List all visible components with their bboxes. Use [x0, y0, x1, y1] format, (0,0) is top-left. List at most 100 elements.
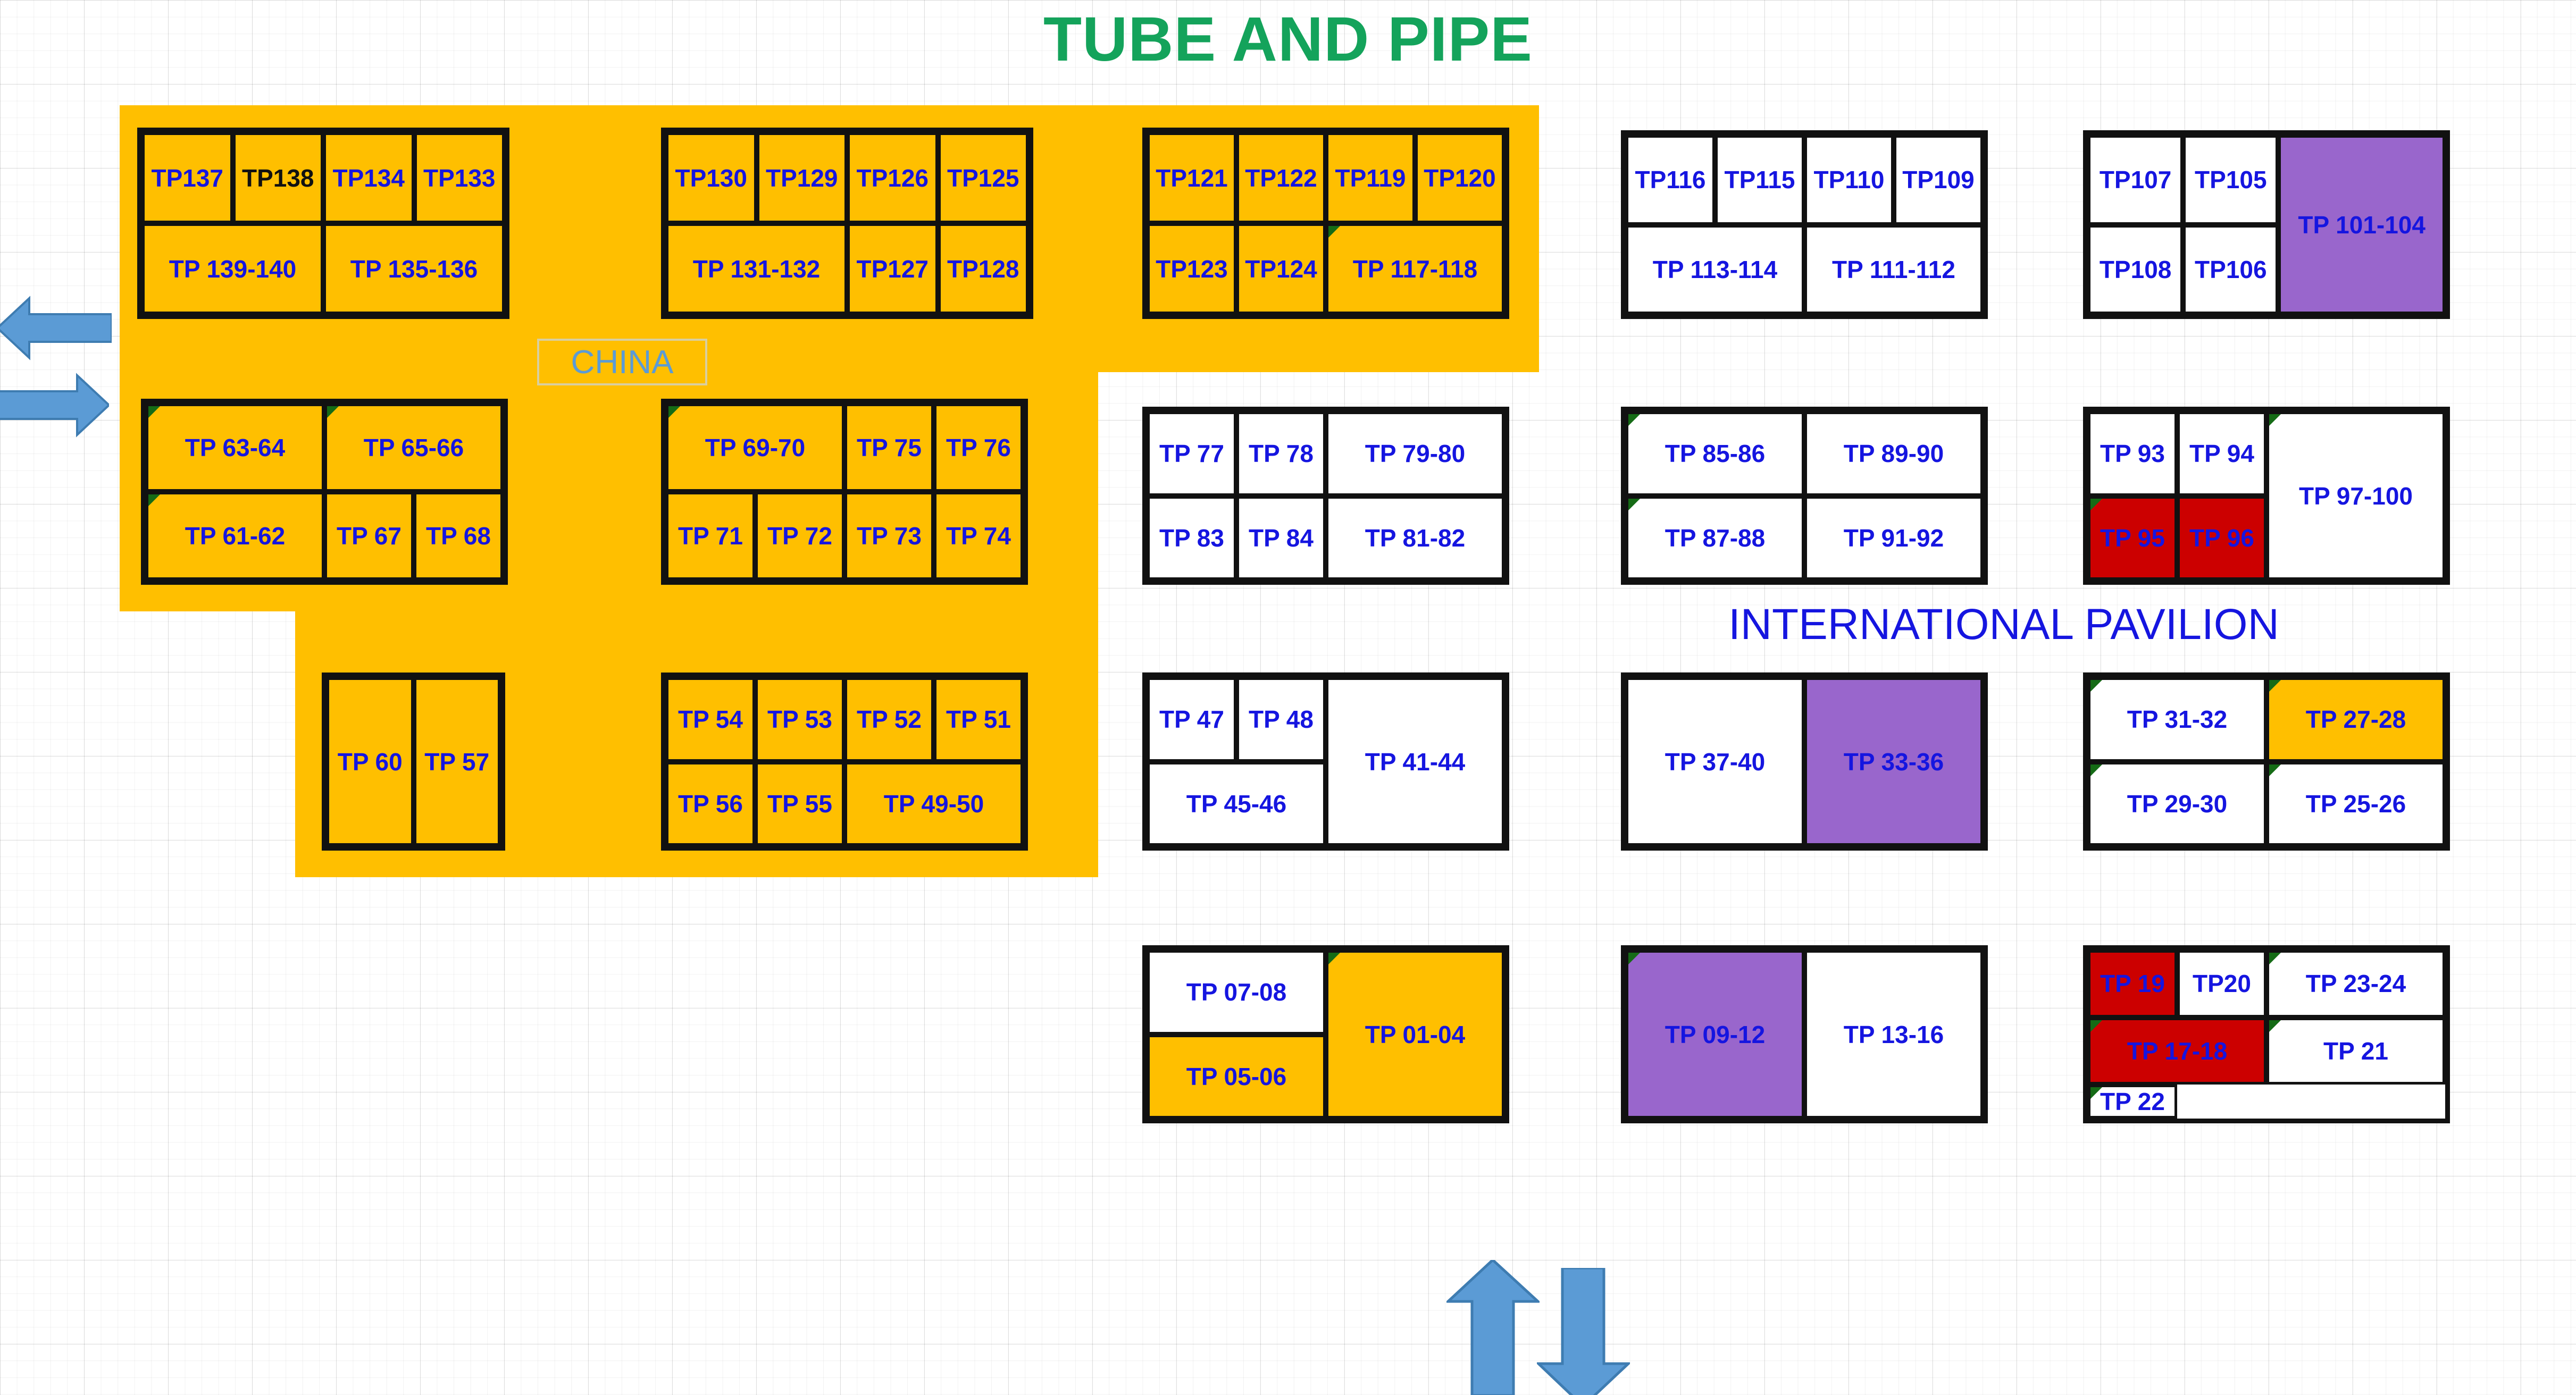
booth-tp45-46[interactable]: TP 45-46 — [1147, 761, 1326, 846]
booth-tp56[interactable]: TP 56 — [666, 761, 755, 846]
booth-tp91-92[interactable]: TP 91-92 — [1804, 495, 1983, 580]
booth-tp75[interactable]: TP 75 — [844, 404, 934, 492]
booth-tp107[interactable]: TP107 — [2088, 135, 2184, 225]
booth-tp60[interactable]: TP 60 — [327, 677, 414, 846]
booth-tp95[interactable]: TP 95 — [2088, 495, 2177, 580]
booth-tp20[interactable]: TP20 — [2177, 950, 2266, 1018]
booth-tp96[interactable]: TP 96 — [2177, 495, 2266, 580]
booth-tp77[interactable]: TP 77 — [1147, 411, 1236, 496]
booth-tp13-16[interactable]: TP 13-16 — [1804, 950, 1983, 1119]
booth-tp126[interactable]: TP126 — [847, 132, 938, 223]
booth-tp54[interactable]: TP 54 — [666, 677, 755, 762]
booth-tp27-28[interactable]: TP 27-28 — [2266, 677, 2445, 762]
booth-tp122[interactable]: TP122 — [1236, 132, 1326, 223]
booth-tp76[interactable]: TP 76 — [934, 404, 1023, 492]
booth-tp05-06[interactable]: TP 05-06 — [1147, 1034, 1326, 1119]
booth-block-tp77-84: TP 77 TP 78 TP 79-80 TP 83 TP 84 TP 81-8… — [1142, 407, 1509, 585]
booth-tp121[interactable]: TP121 — [1147, 132, 1236, 223]
booth-tp134[interactable]: TP134 — [323, 132, 414, 223]
booth-tp51[interactable]: TP 51 — [934, 677, 1023, 762]
booth-tp25-26[interactable]: TP 25-26 — [2266, 761, 2445, 846]
booth-tp79-80[interactable]: TP 79-80 — [1326, 411, 1504, 496]
booth-tp84[interactable]: TP 84 — [1236, 495, 1326, 580]
booth-tp101-104[interactable]: TP 101-104 — [2278, 135, 2445, 314]
booth-tp74[interactable]: TP 74 — [934, 492, 1023, 580]
booth-tp137[interactable]: TP137 — [142, 132, 233, 223]
booth-tp41-44[interactable]: TP 41-44 — [1326, 677, 1504, 846]
booth-tp22[interactable]: TP 22 — [2088, 1085, 2177, 1119]
booth-block-tp101-108: TP107 TP105 TP 101-104 TP108 TP106 — [2083, 130, 2450, 319]
booth-tp81-82[interactable]: TP 81-82 — [1326, 495, 1504, 580]
booth-tp83[interactable]: TP 83 — [1147, 495, 1236, 580]
booth-tp117-118[interactable]: TP 117-118 — [1326, 223, 1504, 314]
booth-block-tp49-56: TP 54 TP 53 TP 52 TP 51 TP 56 TP 55 TP 4… — [661, 673, 1028, 851]
booth-tp63-64[interactable]: TP 63-64 — [146, 404, 324, 492]
booth-tp133[interactable]: TP133 — [414, 132, 505, 223]
booth-tp52[interactable]: TP 52 — [844, 677, 934, 762]
booth-tp113-114[interactable]: TP 113-114 — [1626, 224, 1804, 314]
booth-tp125[interactable]: TP125 — [938, 132, 1028, 223]
booth-tp127[interactable]: TP127 — [847, 223, 938, 314]
booth-tp65-66[interactable]: TP 65-66 — [324, 404, 503, 492]
booth-block-tp125-132: TP130 TP129 TP126 TP125 TP 131-132 TP127… — [661, 128, 1033, 319]
booth-tp105[interactable]: TP105 — [2183, 135, 2279, 225]
booth-tp72[interactable]: TP 72 — [755, 492, 844, 580]
booth-tp116[interactable]: TP116 — [1626, 135, 1715, 225]
booth-tp87-88[interactable]: TP 87-88 — [1626, 495, 1804, 580]
booth-tp69-70[interactable]: TP 69-70 — [666, 404, 844, 492]
booth-tp55[interactable]: TP 55 — [755, 761, 844, 846]
booth-tp37-40[interactable]: TP 37-40 — [1626, 677, 1804, 846]
booth-tp78[interactable]: TP 78 — [1236, 411, 1326, 496]
booth-tp29-30[interactable]: TP 29-30 — [2088, 761, 2266, 846]
booth-tp111-112[interactable]: TP 111-112 — [1804, 224, 1983, 314]
booth-tp108[interactable]: TP108 — [2088, 224, 2184, 314]
booth-block-tp33-40: TP 37-40 TP 33-36 — [1621, 673, 1988, 851]
booth-block-tp69-76: TP 69-70 TP 75 TP 76 TP 71 TP 72 TP 73 T… — [661, 399, 1028, 585]
booth-tp31-32[interactable]: TP 31-32 — [2088, 677, 2266, 762]
booth-tp120[interactable]: TP120 — [1415, 132, 1504, 223]
booth-tp47[interactable]: TP 47 — [1147, 677, 1236, 762]
booth-tp49-50[interactable]: TP 49-50 — [844, 761, 1023, 846]
booth-tp97-100[interactable]: TP 97-100 — [2266, 411, 2445, 580]
booth-tp119[interactable]: TP119 — [1326, 132, 1415, 223]
booth-tp123[interactable]: TP123 — [1147, 223, 1236, 314]
booth-tp109[interactable]: TP109 — [1894, 135, 1983, 225]
booth-tp115[interactable]: TP115 — [1715, 135, 1804, 225]
booth-tp139-140[interactable]: TP 139-140 — [142, 223, 323, 314]
booth-tp131-132[interactable]: TP 131-132 — [666, 223, 847, 314]
booth-block-tp01-08: TP 07-08 TP 01-04 TP 05-06 — [1142, 945, 1509, 1123]
booth-tp17-18[interactable]: TP 17-18 — [2088, 1017, 2266, 1085]
booth-tp33-36[interactable]: TP 33-36 — [1804, 677, 1983, 846]
booth-tp71[interactable]: TP 71 — [666, 492, 755, 580]
booth-tp68[interactable]: TP 68 — [414, 492, 503, 580]
booth-tp110[interactable]: TP110 — [1804, 135, 1894, 225]
booth-tp129[interactable]: TP129 — [756, 132, 847, 223]
booth-block-tp57-60: TP 60 TP 57 — [322, 673, 505, 851]
booth-block-tp85-92: TP 85-86 TP 89-90 TP 87-88 TP 91-92 — [1621, 407, 1988, 585]
booth-tp73[interactable]: TP 73 — [844, 492, 934, 580]
booth-tp94[interactable]: TP 94 — [2177, 411, 2266, 496]
booth-tp23-24[interactable]: TP 23-24 — [2266, 950, 2445, 1018]
booth-tp93[interactable]: TP 93 — [2088, 411, 2177, 496]
booth-tp135-136[interactable]: TP 135-136 — [323, 223, 505, 314]
booth-tp09-12[interactable]: TP 09-12 — [1626, 950, 1804, 1119]
booth-tp106[interactable]: TP106 — [2183, 224, 2279, 314]
booth-tp01-04[interactable]: TP 01-04 — [1326, 950, 1504, 1119]
booth-tp21[interactable]: TP 21 — [2266, 1017, 2445, 1085]
booth-block-tp17-24: TP 19 TP20 TP 23-24 TP 17-18 TP 21 TP 22 — [2083, 945, 2450, 1123]
booth-tp57[interactable]: TP 57 — [413, 677, 500, 846]
booth-tp53[interactable]: TP 53 — [755, 677, 844, 762]
booth-tp07-08[interactable]: TP 07-08 — [1147, 950, 1326, 1035]
booth-tp19[interactable]: TP 19 — [2088, 950, 2177, 1018]
booth-tp128[interactable]: TP128 — [938, 223, 1028, 314]
booth-tp89-90[interactable]: TP 89-90 — [1804, 411, 1983, 496]
booth-tp130[interactable]: TP130 — [666, 132, 757, 223]
booth-tp61-62[interactable]: TP 61-62 — [146, 492, 324, 580]
booth-tp48[interactable]: TP 48 — [1236, 677, 1326, 762]
booth-tp85-86[interactable]: TP 85-86 — [1626, 411, 1804, 496]
booth-tp124[interactable]: TP124 — [1236, 223, 1326, 314]
booth-tp138[interactable]: TP138 — [232, 132, 323, 223]
arrow-up-icon — [1446, 1260, 1540, 1395]
booth-tp67[interactable]: TP 67 — [324, 492, 414, 580]
